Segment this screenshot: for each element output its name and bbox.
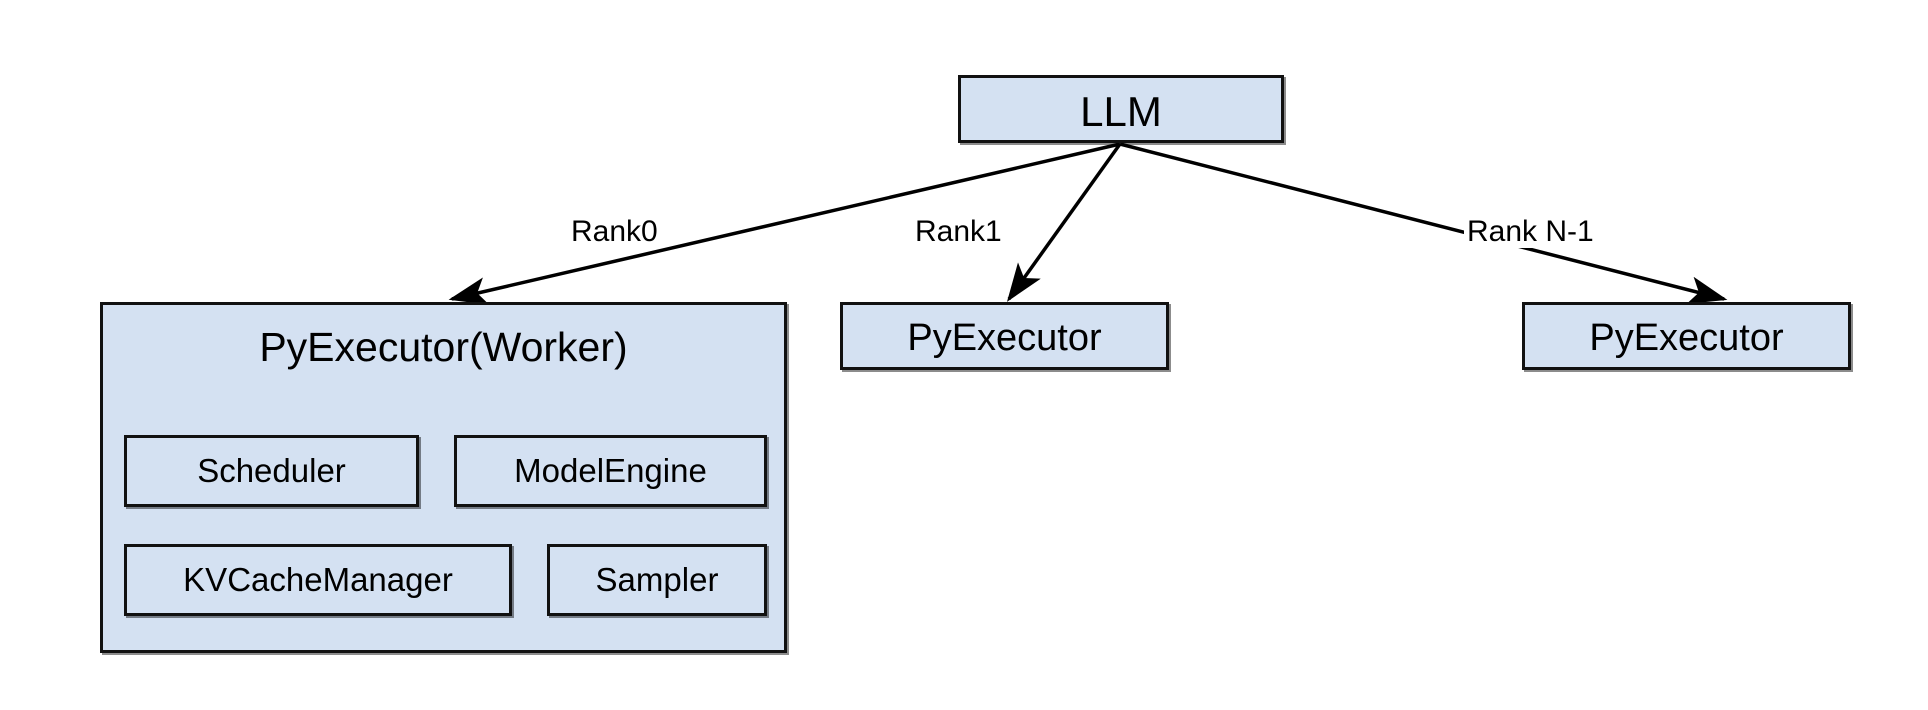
node-model-engine-label: ModelEngine [514,452,707,489]
node-sampler[interactable]: Sampler [547,544,767,616]
edge-llm-to-executor-rank1 [1006,142,1122,302]
node-pyexecutor-rank-n-1-label: PyExecutor [1589,317,1784,359]
node-pyexecutor-rank1[interactable]: PyExecutor [840,302,1169,370]
node-scheduler-label: Scheduler [197,452,346,489]
node-kv-cache-manager[interactable]: KVCacheManager [124,544,512,616]
node-model-engine[interactable]: ModelEngine [454,435,767,507]
node-pyexecutor-worker-label: PyExecutor(Worker) [259,324,628,370]
edge-label-rank-n-1: Rank N-1 [1464,216,1597,248]
node-llm[interactable]: LLM [958,75,1284,143]
node-scheduler[interactable]: Scheduler [124,435,419,507]
node-llm-label: LLM [1080,88,1162,135]
node-pyexecutor-worker[interactable]: PyExecutor(Worker) Scheduler ModelEngine… [100,302,787,653]
edge-label-rank0: Rank0 [568,216,661,248]
node-kv-cache-manager-label: KVCacheManager [183,561,453,598]
edge-label-rank1: Rank1 [912,216,1005,248]
node-pyexecutor-rank1-label: PyExecutor [907,317,1102,359]
edge-llm-to-executor-rank-n-1 [1119,142,1728,304]
edge-llm-to-worker-rank0 [448,142,1121,305]
node-sampler-label: Sampler [595,561,719,598]
node-pyexecutor-rank-n-1[interactable]: PyExecutor [1522,302,1851,370]
